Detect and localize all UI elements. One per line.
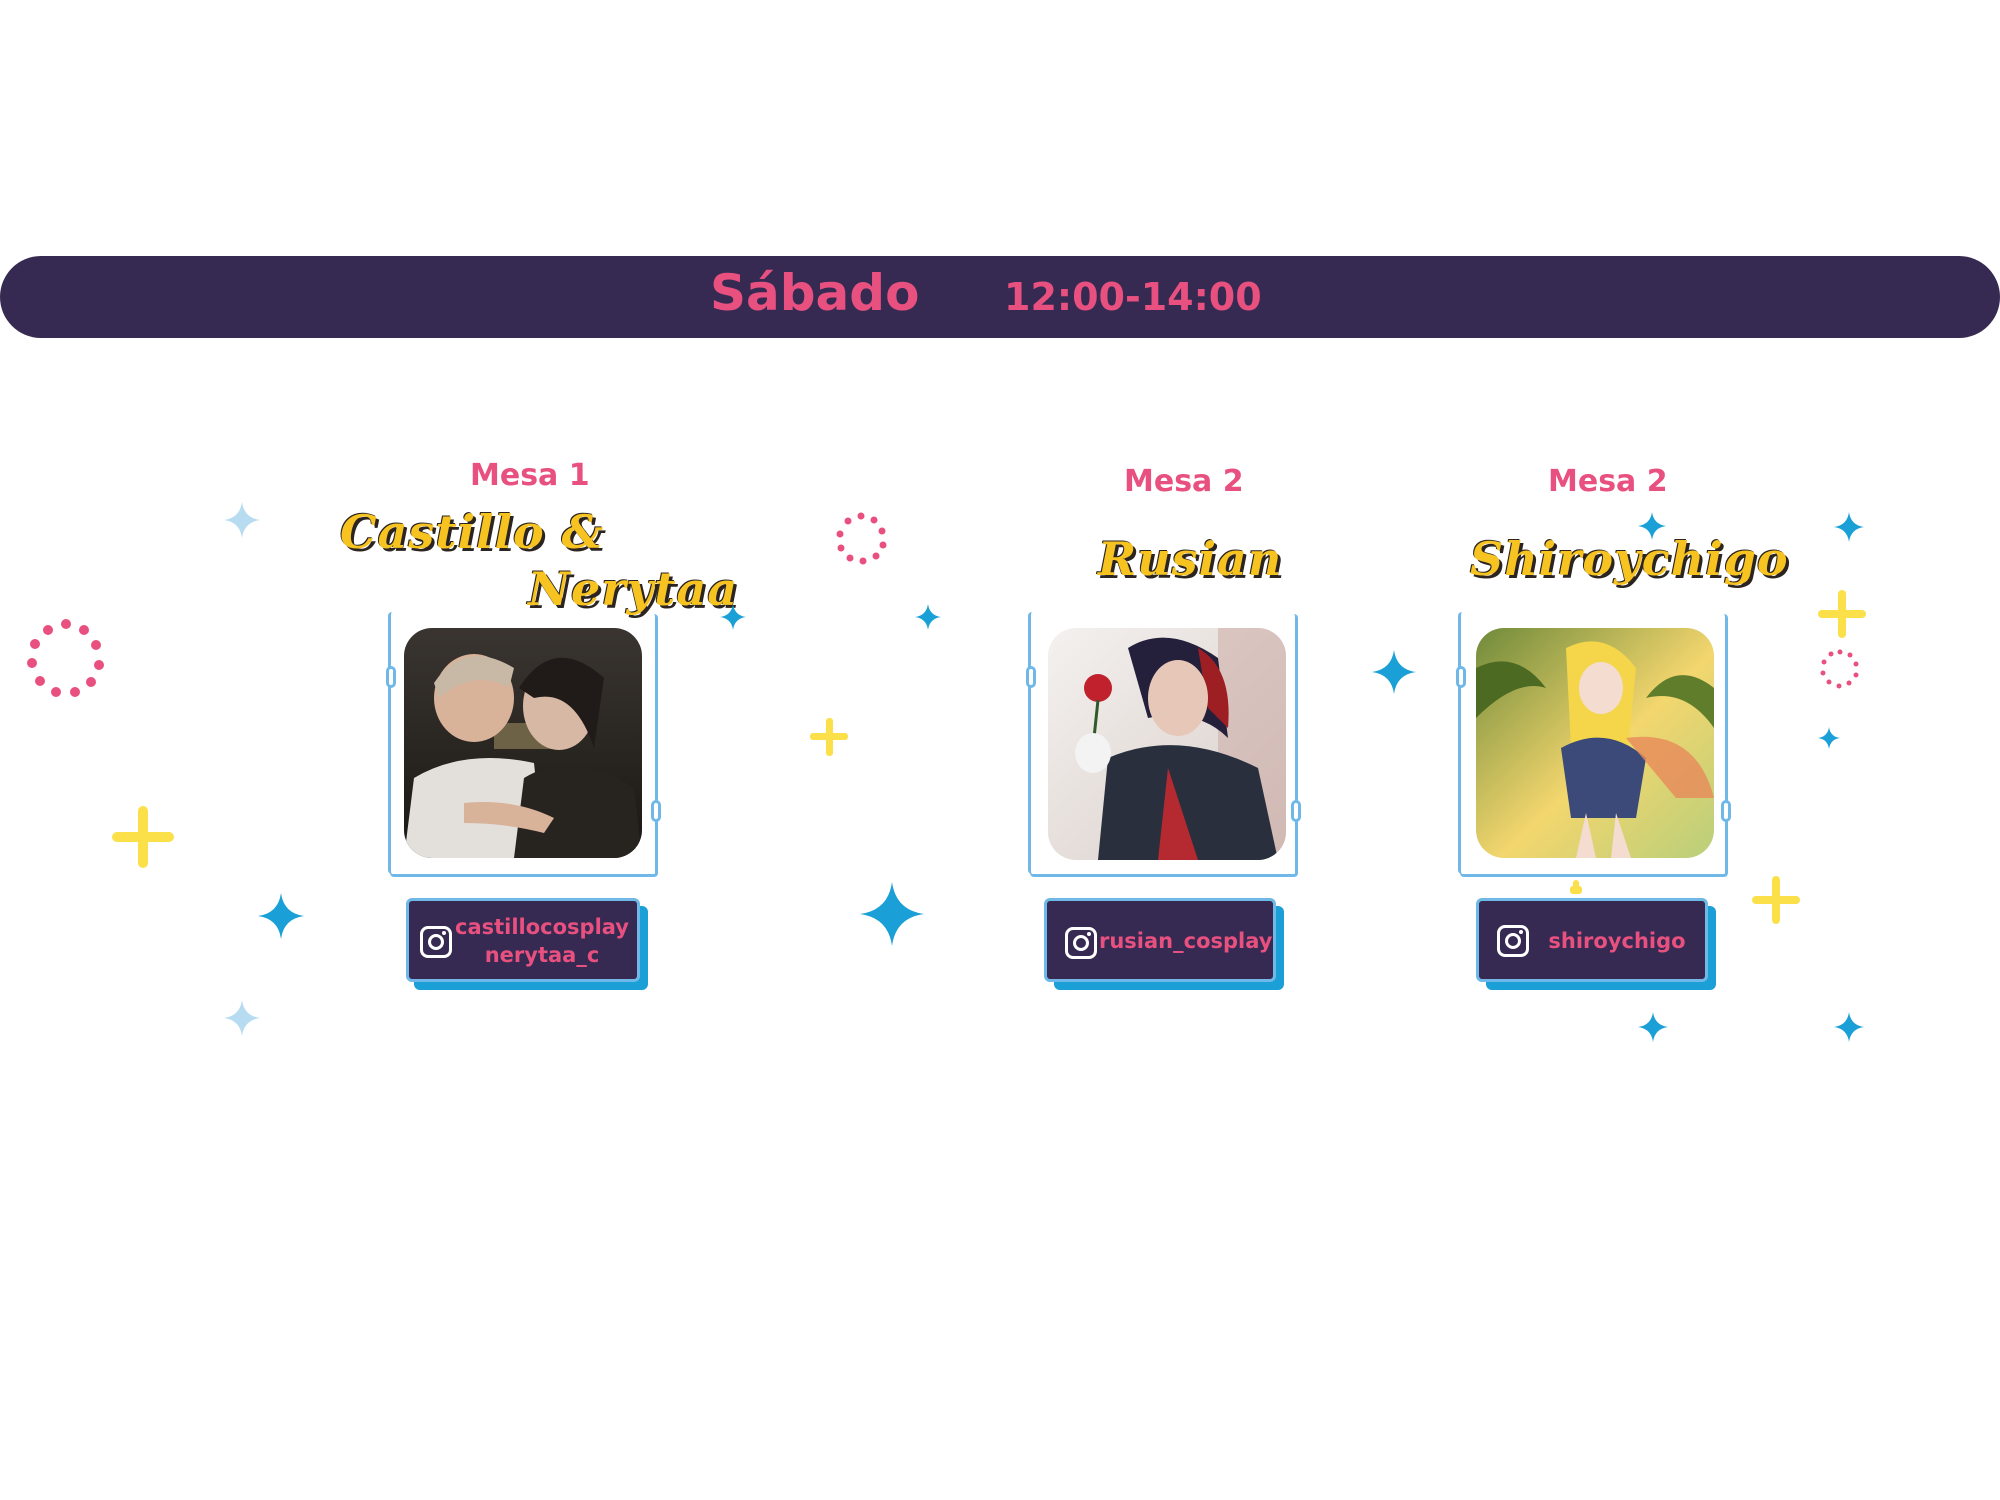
sparkle-icon: [1638, 1012, 1668, 1042]
instagram-handle-box[interactable]: rusian_cosplay: [1044, 898, 1276, 982]
cosplayer-name: Rusian: [1098, 532, 1283, 586]
photo-frame: [388, 612, 399, 874]
cosplayer-name: Nerytaa: [528, 562, 739, 616]
plus-icon: [112, 806, 174, 868]
sparkle-icon: [720, 604, 746, 630]
frame-tick: [386, 666, 396, 688]
sparkle-icon: [1818, 727, 1840, 749]
sparkle-icon: [1638, 512, 1666, 540]
schedule-banner: [0, 256, 2000, 338]
plus-icon: [1752, 876, 1800, 924]
cosplayer-photo: [404, 628, 642, 858]
mesa-label: Mesa 2: [1124, 464, 1244, 499]
frame-tick: [1456, 666, 1466, 688]
frame-tick: [1721, 800, 1731, 822]
mesa-label: Mesa 1: [470, 458, 590, 493]
sparkle-icon: [1834, 1012, 1864, 1042]
instagram-icon: [420, 926, 452, 958]
sparkle-icon: [915, 604, 941, 630]
instagram-handle: nerytaa_c: [484, 943, 600, 967]
instagram-handle: castillocosplay: [455, 915, 629, 939]
frame-tick: [1026, 666, 1036, 688]
frame-tick: [651, 800, 661, 822]
cosplayer-name: Shiroychigo: [1470, 532, 1789, 586]
sparkle-icon: [224, 1000, 260, 1036]
plus-icon: [1570, 880, 1582, 894]
banner-day: Sábado: [710, 264, 920, 322]
dot-circle-icon: [1820, 649, 1859, 689]
sparkle-icon: [860, 882, 924, 946]
plus-icon: [810, 718, 848, 756]
photo-frame: [390, 614, 658, 877]
photo-frame: [1458, 612, 1469, 874]
sparkle-icon: [1834, 512, 1864, 542]
cosplayer-photo: [1048, 628, 1286, 860]
instagram-icon: [1497, 925, 1529, 957]
sparkle-icon: [1372, 650, 1416, 694]
frame-tick: [1291, 800, 1301, 822]
instagram-handle: rusian_cosplay: [1099, 929, 1273, 953]
cosplayer-photo: [1476, 628, 1714, 858]
instagram-icon: [1065, 927, 1097, 959]
banner-time: 12:00-14:00: [1004, 275, 1262, 319]
mesa-label: Mesa 2: [1548, 464, 1668, 499]
plus-icon: [1818, 590, 1866, 638]
dot-circle-icon: [27, 619, 104, 697]
cosplayer-name: Castillo &: [340, 505, 605, 559]
sparkle-icon: [258, 893, 304, 939]
instagram-handle-box[interactable]: shiroychigo: [1476, 898, 1708, 982]
photo-frame: [1030, 614, 1298, 877]
photo-frame: [1460, 614, 1728, 877]
photo-frame: [1028, 612, 1039, 874]
instagram-handle: shiroychigo: [1548, 929, 1686, 953]
sparkle-icon: [224, 502, 260, 538]
dot-circle-icon: [836, 512, 887, 565]
instagram-handle-box[interactable]: castillocosplay nerytaa_c: [406, 898, 640, 982]
